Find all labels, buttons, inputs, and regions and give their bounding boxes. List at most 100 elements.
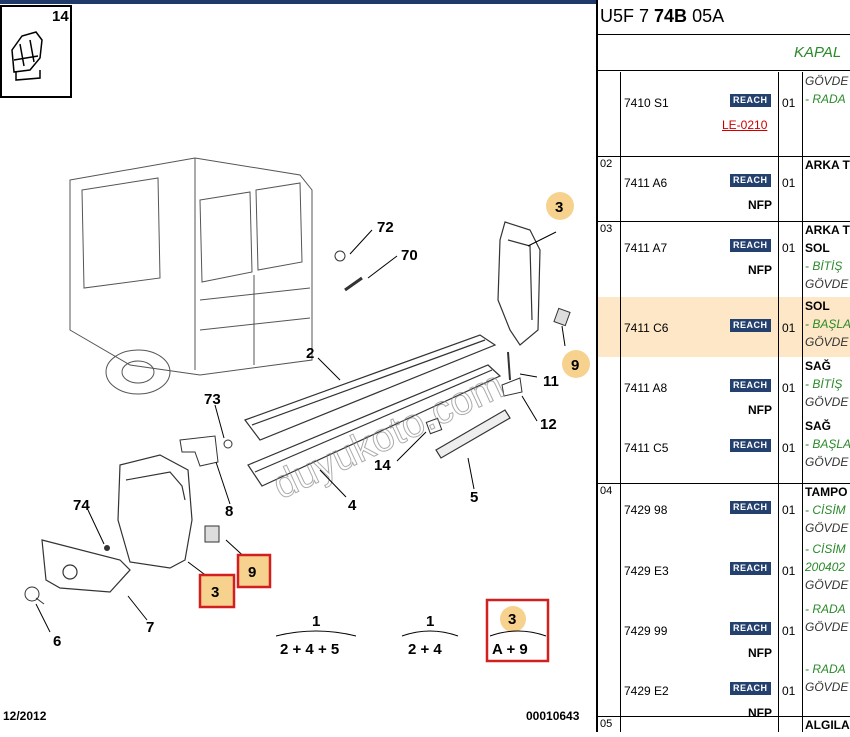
formula-2: 1 2 + 4 <box>401 613 459 658</box>
nfp-note: NFP <box>748 263 772 277</box>
part-reference[interactable]: 7429 E2 <box>624 684 669 698</box>
description-line: GÖVDE <box>805 578 849 592</box>
formula-1: 1 2 + 4 + 5 <box>275 613 357 658</box>
callout-70: 70 <box>401 247 418 264</box>
part-74 <box>104 545 110 551</box>
exploded-view-drawing: 14 <box>0 5 590 663</box>
reach-badge: REACH <box>730 319 771 332</box>
description-line: GÖVDE <box>805 620 849 634</box>
column-line <box>778 72 779 732</box>
quantity: 01 <box>782 381 796 395</box>
van-body <box>69 157 313 395</box>
highlight-3-box <box>198 573 236 609</box>
group-number: 03 <box>600 223 613 235</box>
parts-diagram: 14 <box>0 4 596 732</box>
part-reference[interactable]: 7411 A6 <box>624 176 668 190</box>
description-line: SOL <box>805 241 830 255</box>
highlight-3-label: 3 <box>211 584 219 601</box>
part-12 <box>501 377 523 397</box>
quantity: 01 <box>782 684 796 698</box>
svg-text:1: 1 <box>312 613 320 630</box>
part-11 <box>507 351 511 381</box>
description-line: TAMPO <box>805 485 848 499</box>
quantity: 01 <box>782 241 796 255</box>
group-number: 05 <box>600 718 613 730</box>
column-line <box>802 72 803 732</box>
part-reference[interactable]: 7429 98 <box>624 503 668 517</box>
part-14 <box>425 417 443 435</box>
description-line: GÖVDE <box>805 455 849 469</box>
badge-9-circle <box>562 350 590 378</box>
part-reference[interactable]: 7411 A8 <box>624 381 668 395</box>
top-bar <box>0 0 596 4</box>
subtitle-rule <box>598 70 850 71</box>
group-number: 02 <box>600 158 613 170</box>
svg-text:2 + 4: 2 + 4 <box>408 641 442 658</box>
quantity: 01 <box>782 624 796 638</box>
highlight-9-box <box>236 553 272 589</box>
callout-11: 11 <box>543 373 559 390</box>
reach-badge: REACH <box>730 501 771 514</box>
svg-text:3: 3 <box>508 611 516 628</box>
group-number: 04 <box>600 485 613 497</box>
callout-2: 2 <box>306 345 314 362</box>
part-9-right <box>553 307 571 327</box>
description-line: SAĞ <box>805 419 832 433</box>
part-reference[interactable]: 7411 C6 <box>624 321 669 335</box>
badge-9-label: 9 <box>571 357 579 374</box>
column-line <box>620 72 621 732</box>
reach-badge: REACH <box>730 174 771 187</box>
callout-72: 72 <box>377 219 394 236</box>
callout-6: 6 <box>53 633 61 650</box>
inset-label: 14 <box>52 8 69 25</box>
description-line: - CİSİM <box>805 503 846 517</box>
part-reference[interactable]: 7411 C5 <box>624 441 669 455</box>
reach-badge: REACH <box>730 682 771 695</box>
quantity: 01 <box>782 564 796 578</box>
callout-73: 73 <box>204 391 221 408</box>
svg-text:1: 1 <box>426 613 434 630</box>
description-line: GÖVDE <box>805 335 849 349</box>
quantity: 01 <box>782 441 796 455</box>
step-plate-4 <box>247 364 502 487</box>
reach-badge: REACH <box>730 562 771 575</box>
callout-7: 7 <box>146 619 154 636</box>
quantity: 01 <box>782 321 796 335</box>
title-rule <box>598 34 850 35</box>
description-line: - CİSİM <box>805 542 846 556</box>
leader-lines <box>35 229 566 633</box>
description-line: ALGILA <box>805 718 850 732</box>
description-line: - BİTİŞ <box>805 377 843 391</box>
part-reference[interactable]: 7429 E3 <box>624 564 669 578</box>
callout-5: 5 <box>470 489 478 506</box>
step-bar-2 <box>244 334 497 441</box>
reach-badge: REACH <box>730 94 771 107</box>
panel-title: U5F 7 74B 05A <box>600 6 725 26</box>
part-reference[interactable]: 7411 A7 <box>624 241 668 255</box>
description-line: ARKA T <box>805 223 850 237</box>
group-rule <box>598 156 850 157</box>
nfp-note: NFP <box>748 706 772 720</box>
formula-3: 3 A + 9 <box>485 598 550 663</box>
description-line: GÖVDE <box>805 521 849 535</box>
description-line: - BAŞLA <box>805 317 850 331</box>
reference-link[interactable]: LE-0210 <box>722 118 768 132</box>
svg-text:A + 9: A + 9 <box>492 641 528 658</box>
part-reference[interactable]: 7410 S1 <box>624 96 669 110</box>
part-70 <box>344 276 363 292</box>
part-description: ALGILA <box>805 716 850 734</box>
part-8 <box>179 435 219 467</box>
strip-5 <box>435 409 511 459</box>
description-line: SOL <box>805 299 830 313</box>
quantity: 01 <box>782 176 796 190</box>
callout-14: 14 <box>374 457 391 474</box>
nfp-note: NFP <box>748 198 772 212</box>
bumper-end-left <box>117 454 193 569</box>
part-description: SOL - BAŞLA GÖVDE <box>805 297 850 351</box>
part-73 <box>223 439 233 449</box>
callout-4: 4 <box>348 497 357 514</box>
part-reference[interactable]: 7429 99 <box>624 624 668 638</box>
